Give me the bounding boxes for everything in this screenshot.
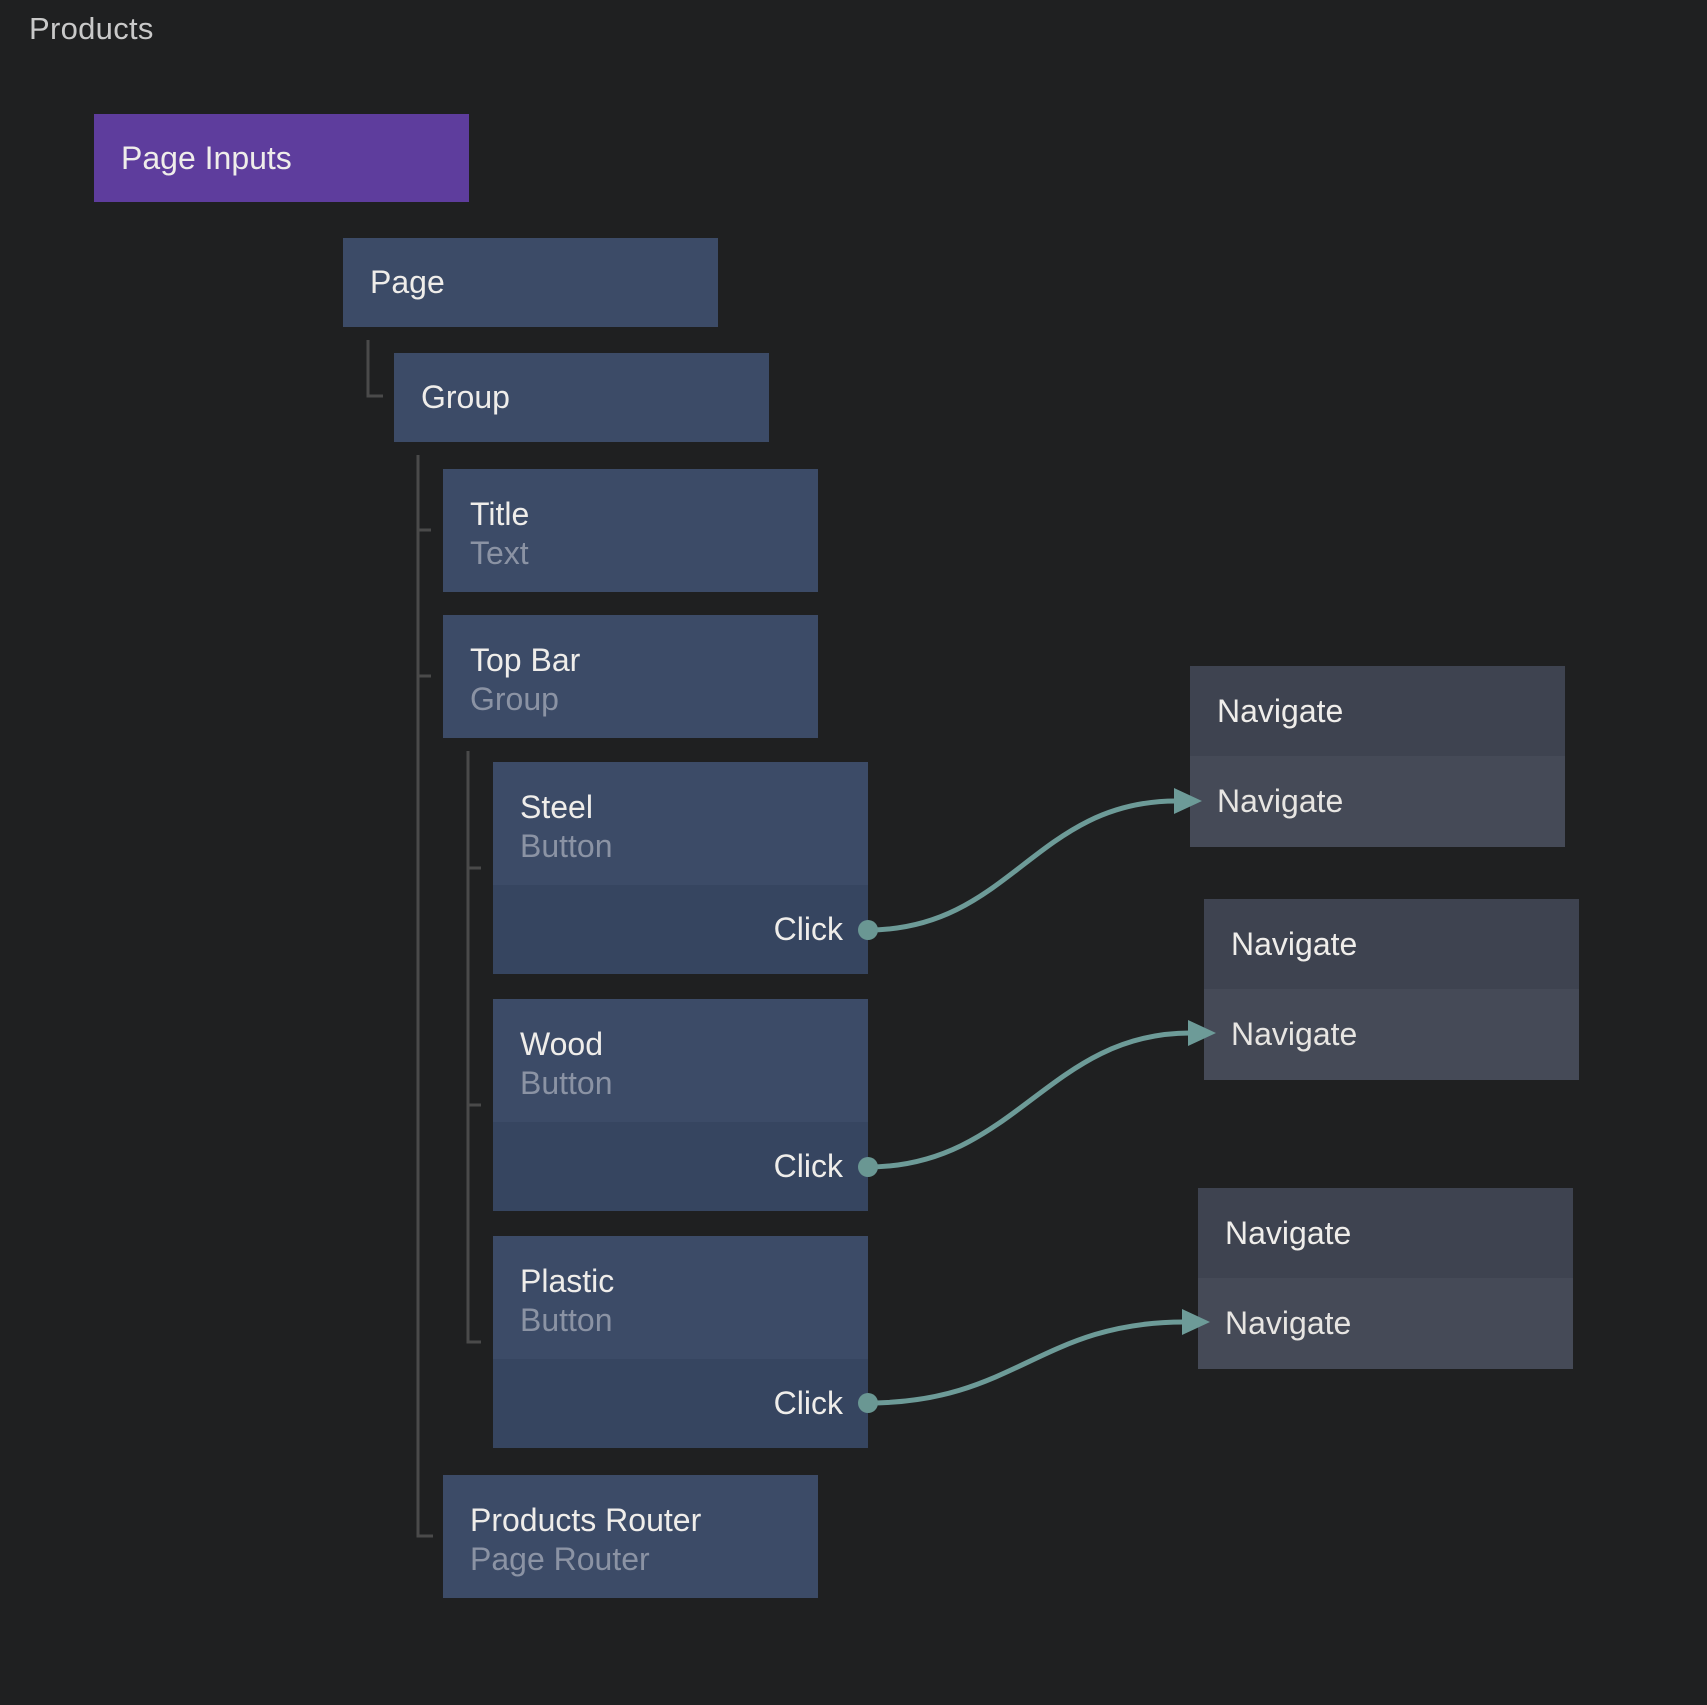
node-plastic-label: Plastic bbox=[520, 1263, 615, 1299]
node-plastic-button[interactable]: Plastic Button Click bbox=[493, 1236, 868, 1448]
node-products-router[interactable]: Products Router Page Router bbox=[443, 1475, 818, 1598]
page-title: Products bbox=[29, 11, 154, 46]
node-top-bar-main[interactable]: Top Bar Group bbox=[443, 615, 818, 738]
node-steel-type: Button bbox=[520, 828, 613, 864]
wire-wood-click-to-navigate-2[interactable] bbox=[865, 1030, 1193, 1170]
node-steel-main[interactable]: Steel Button bbox=[493, 762, 868, 885]
node-title-type: Text bbox=[470, 535, 529, 571]
node-wood-button[interactable]: Wood Button Click bbox=[493, 999, 868, 1211]
tree-line-group-children bbox=[416, 455, 433, 1538]
action-node-navigate-1[interactable]: Navigate Navigate bbox=[1190, 666, 1565, 847]
node-page-label: Page bbox=[370, 264, 445, 300]
action-navigate-2-header[interactable]: Navigate bbox=[1204, 899, 1579, 989]
node-wood-type: Button bbox=[520, 1065, 613, 1101]
action-navigate-2-title: Navigate bbox=[1231, 925, 1358, 962]
action-node-navigate-3[interactable]: Navigate Navigate bbox=[1198, 1188, 1573, 1369]
node-page-inputs-label: Page Inputs bbox=[121, 139, 292, 176]
action-navigate-1-header[interactable]: Navigate bbox=[1190, 666, 1565, 756]
node-top-bar-type: Group bbox=[470, 681, 559, 717]
node-products-router-main[interactable]: Products Router Page Router bbox=[443, 1475, 818, 1598]
wire-steel-click-to-navigate-1[interactable] bbox=[865, 798, 1179, 933]
node-page[interactable]: Page bbox=[343, 238, 718, 327]
wire-plastic-click-to-navigate-3[interactable] bbox=[865, 1319, 1187, 1406]
node-steel-label: Steel bbox=[520, 789, 593, 825]
wood-click-port-label: Click bbox=[773, 1148, 843, 1184]
tree-line-page-group bbox=[366, 340, 383, 398]
node-products-router-type: Page Router bbox=[470, 1541, 650, 1577]
wood-click-port-row[interactable]: Click bbox=[493, 1122, 868, 1211]
steel-click-port-label: Click bbox=[773, 911, 843, 947]
tree-line-top-bar-children bbox=[466, 751, 481, 1344]
node-title-text[interactable]: Title Text bbox=[443, 469, 818, 592]
plastic-click-port-row[interactable]: Click bbox=[493, 1359, 868, 1448]
node-top-bar-label: Top Bar bbox=[470, 642, 581, 678]
action-navigate-3-input-row[interactable]: Navigate bbox=[1198, 1278, 1573, 1369]
action-node-navigate-2[interactable]: Navigate Navigate bbox=[1204, 899, 1579, 1080]
action-navigate-1-title: Navigate bbox=[1217, 692, 1344, 729]
node-plastic-main[interactable]: Plastic Button bbox=[493, 1236, 868, 1359]
action-navigate-3-header[interactable]: Navigate bbox=[1198, 1188, 1573, 1278]
action-navigate-1-input-label: Navigate bbox=[1217, 783, 1344, 819]
node-group[interactable]: Group bbox=[394, 353, 769, 442]
action-navigate-3-title: Navigate bbox=[1225, 1214, 1352, 1251]
event-wires bbox=[865, 798, 1193, 1406]
node-top-bar[interactable]: Top Bar Group bbox=[443, 615, 818, 738]
node-title-label: Title bbox=[470, 496, 530, 532]
action-navigate-2-input-label: Navigate bbox=[1231, 1016, 1358, 1052]
node-plastic-type: Button bbox=[520, 1302, 613, 1338]
action-navigate-2-input-row[interactable]: Navigate bbox=[1204, 989, 1579, 1080]
node-steel-button[interactable]: Steel Button Click bbox=[493, 762, 868, 974]
node-wood-main[interactable]: Wood Button bbox=[493, 999, 868, 1122]
action-navigate-3-input-label: Navigate bbox=[1225, 1305, 1352, 1341]
steel-click-port-row[interactable]: Click bbox=[493, 885, 868, 974]
action-navigate-1-input-row[interactable]: Navigate bbox=[1190, 756, 1565, 847]
plastic-click-port-label: Click bbox=[773, 1385, 843, 1421]
node-products-router-label: Products Router bbox=[470, 1502, 702, 1538]
node-title-text-main[interactable]: Title Text bbox=[443, 469, 818, 592]
node-page-inputs[interactable]: Page Inputs bbox=[94, 114, 469, 202]
node-group-label: Group bbox=[421, 379, 510, 415]
node-wood-label: Wood bbox=[520, 1026, 604, 1062]
